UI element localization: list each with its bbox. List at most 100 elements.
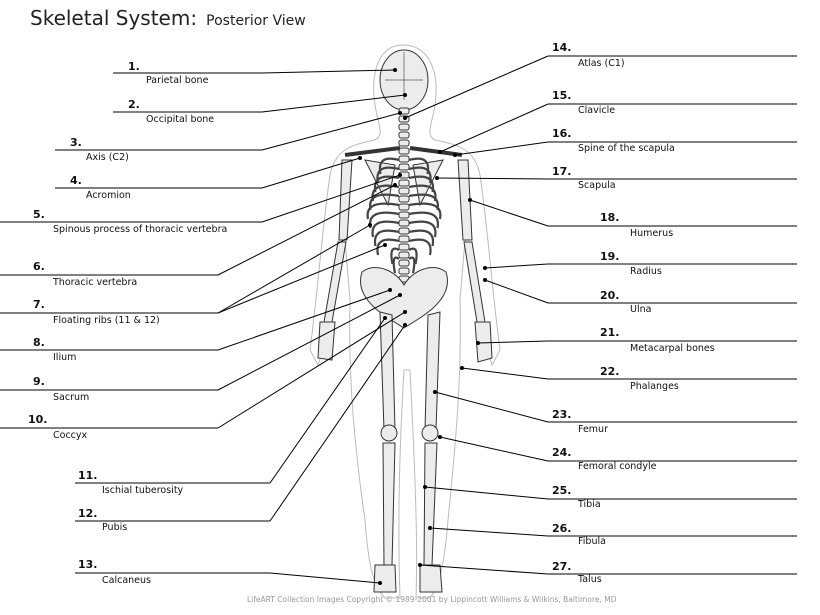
leader-dot [393,183,397,187]
leader-dot [368,223,372,227]
vertebra [398,211,410,219]
leader-dot [418,563,422,567]
title-subtitle: Posterior View [206,13,306,29]
leader-line [484,263,549,269]
leader-line [419,564,549,575]
leader-line [261,69,396,74]
rib [408,220,437,238]
leader-line [429,527,549,537]
vertebra [398,123,410,131]
label-text: Coccyx [53,430,88,441]
vertebra [398,227,410,235]
label-text: Femur [578,424,608,435]
leader-dot [433,390,437,394]
label-text: Sacrum [53,392,90,403]
label-number: 3. [70,136,82,149]
vertebra [398,219,410,227]
label-text: Axis (C2) [86,152,129,163]
label-number: 4. [70,174,82,187]
label-number: 27. [552,560,572,573]
leader-dot [378,581,382,585]
label-number: 26. [552,522,572,535]
leader-dot [398,173,402,177]
leader-dot [358,156,362,160]
leader-line [261,94,406,113]
right-humerus [457,159,473,241]
vertebra [398,179,410,187]
label-number: 8. [33,336,45,349]
vertebra [398,267,410,275]
left-tibia [382,442,396,566]
label-text: Phalanges [630,381,679,392]
leader-line [261,174,401,223]
vertebra [398,139,410,147]
leader-dot [403,310,407,314]
label-number: 17. [552,165,572,178]
vertebra [398,131,410,139]
label-text: Spine of the scapula [578,143,675,154]
leader-line [261,157,361,189]
left-femur [379,311,396,431]
leader-line [454,141,549,156]
leader-dot [388,288,392,292]
label-number: 1. [128,60,140,73]
label-number: 20. [600,289,620,302]
leader-line [261,112,401,151]
rib [371,220,400,238]
leader-dot [435,176,439,180]
label-text: Calcaneus [102,575,151,586]
label-number: 2. [128,98,140,111]
leader-dot [383,243,387,247]
leader-line [217,294,401,391]
copyright-footer: LifeART Collection Images Copyright © 19… [247,595,617,604]
vertebra [398,243,410,251]
label-number: 16. [552,127,572,140]
label-text: Floating ribs (11 & 12) [53,315,160,326]
vertebra [398,195,410,203]
right-forearm [463,241,486,323]
leader-dot [438,435,442,439]
right-hand [474,321,493,363]
vertebra [398,163,410,171]
label-number: 10. [28,413,48,426]
label-number: 14. [552,41,572,54]
vertebra [398,259,410,267]
vertebra [398,235,410,243]
leader-dot [453,153,457,157]
leader-dot [468,198,472,202]
label-number: 11. [78,469,98,482]
leader-line [217,289,391,351]
page-title: Skeletal System: Posterior View [30,6,306,30]
vertebra [398,187,410,195]
label-number: 7. [33,298,45,311]
label-number: 25. [552,484,572,497]
label-text: Occipital bone [146,114,215,125]
leader-line [217,244,386,314]
leader-dot [483,278,487,282]
rib [373,229,400,247]
label-number: 12. [78,507,98,520]
label-text: Radius [630,266,662,277]
title-main: Skeletal System: [30,6,198,30]
leader-line [269,317,386,484]
leader-line [439,436,549,462]
label-text: Clavicle [578,105,616,116]
label-text: Ilium [53,352,77,363]
leader-dot [393,68,397,72]
label-number: 15. [552,89,572,102]
left-hand [317,321,336,361]
rib [408,211,440,229]
leader-line [404,55,549,119]
rib [390,247,400,265]
vertebra [398,155,410,163]
rib [408,247,418,265]
leader-dot [383,316,387,320]
leader-line [436,177,549,180]
label-number: 6. [33,260,45,273]
label-number: 19. [600,250,620,263]
label-text: Femoral condyle [578,461,657,472]
label-text: Parietal bone [146,75,209,86]
rib [408,238,432,256]
leader-line [217,224,371,314]
